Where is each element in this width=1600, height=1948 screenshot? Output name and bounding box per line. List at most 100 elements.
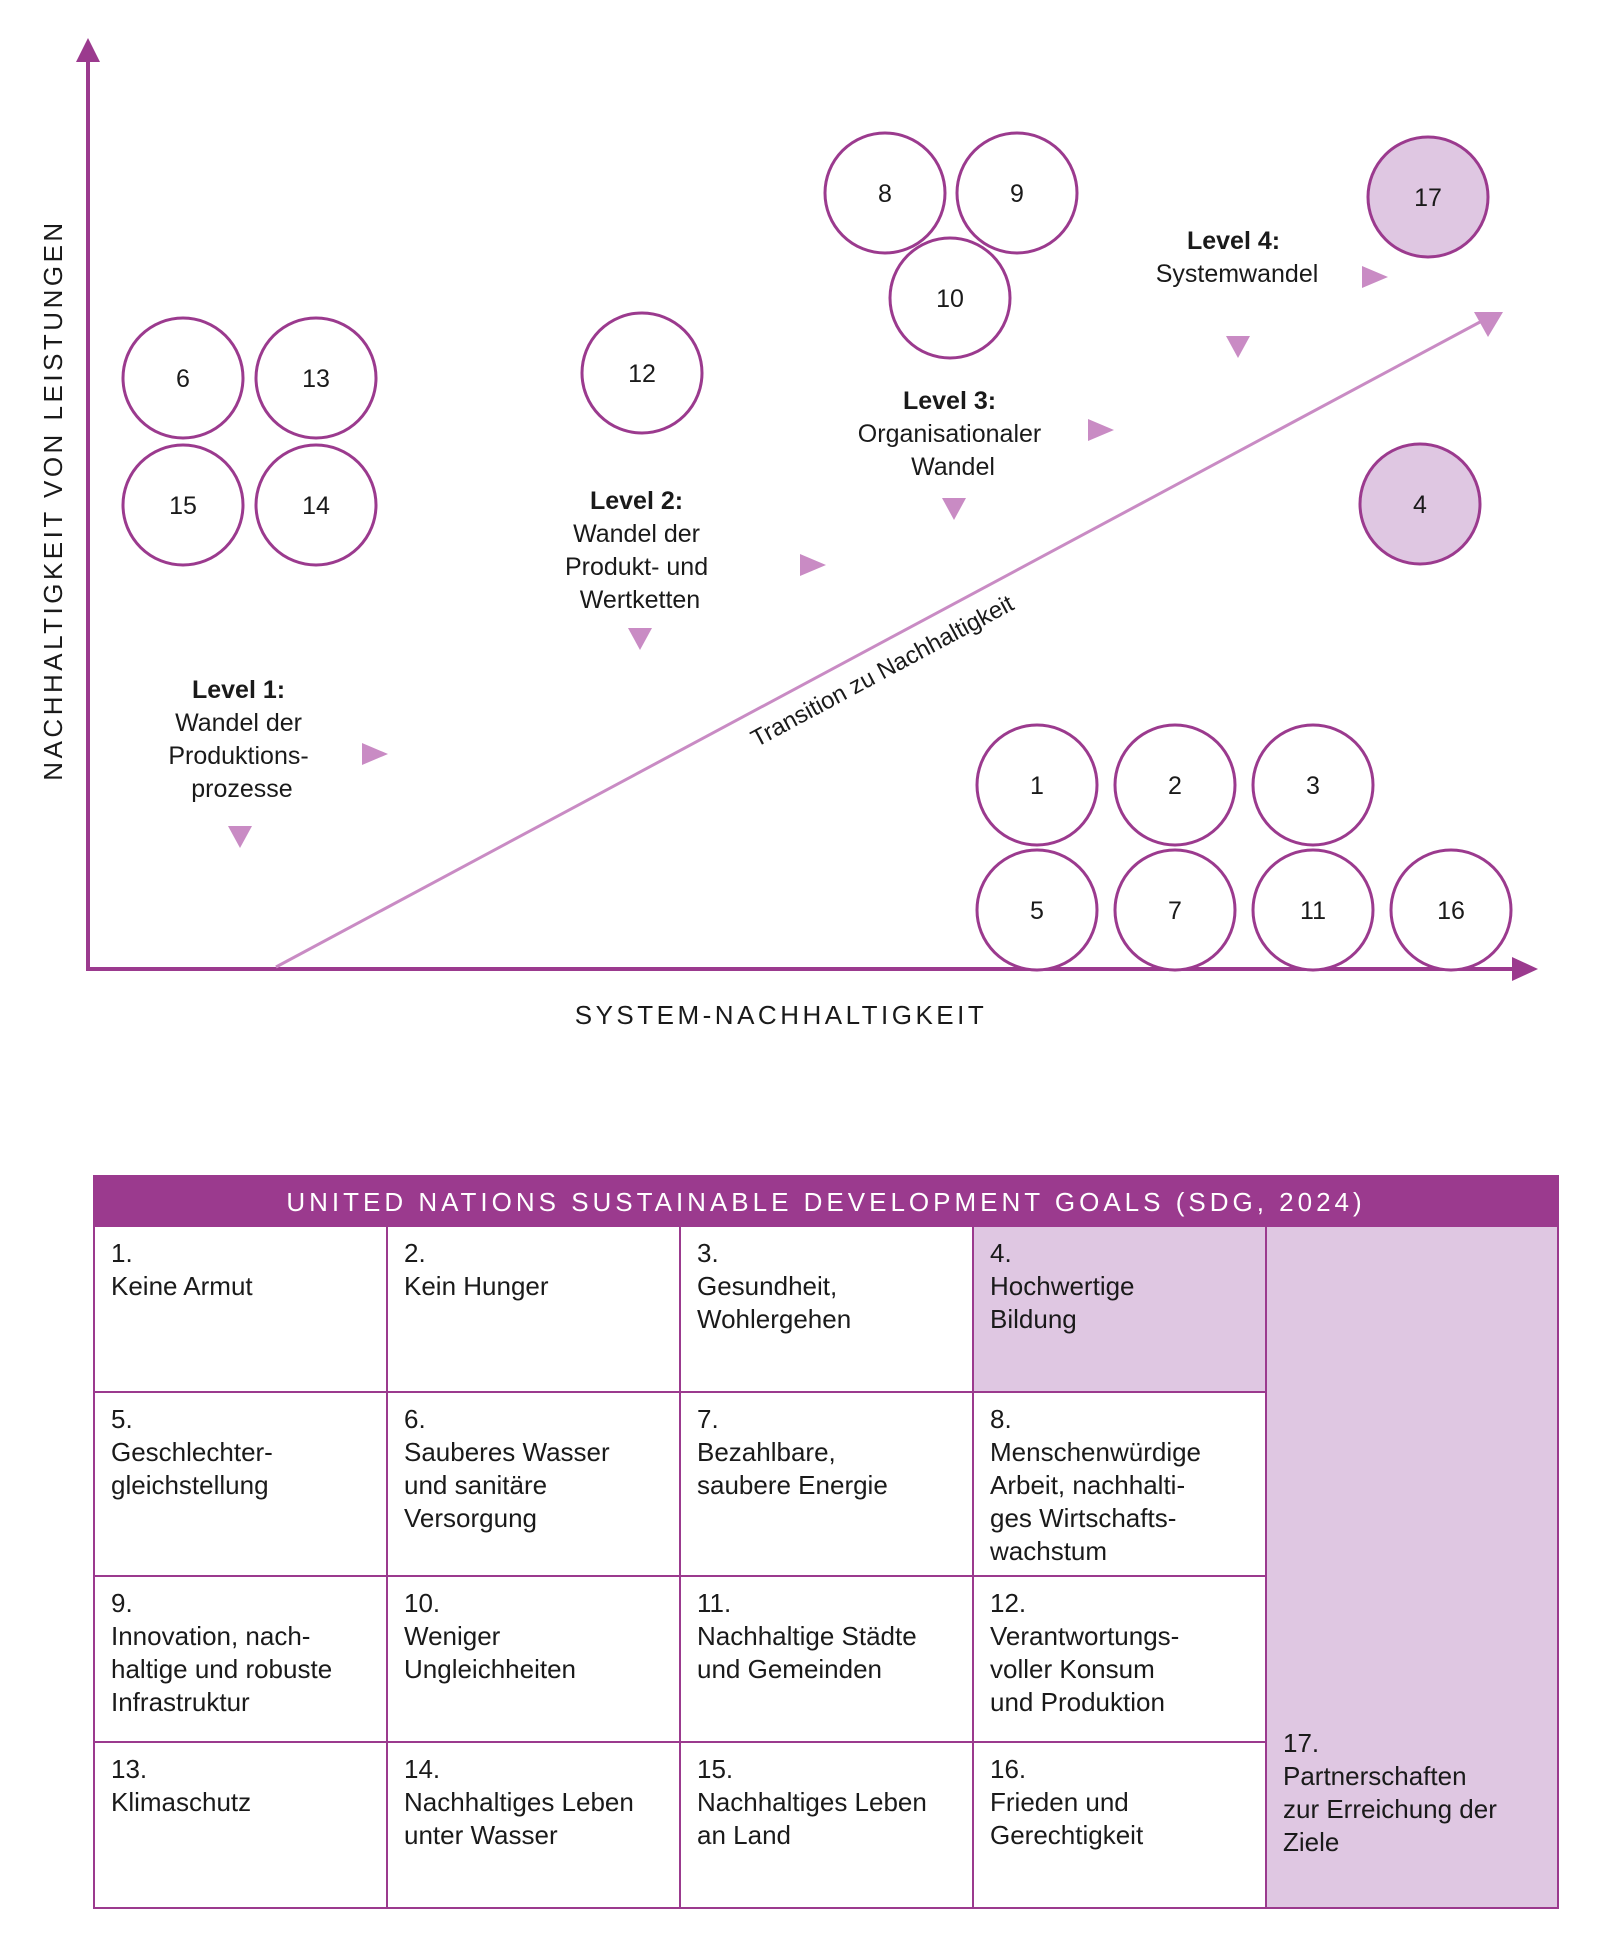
sdg-circle-1: 1 bbox=[975, 723, 1099, 847]
sdg-number: 4. bbox=[990, 1238, 1012, 1268]
sdg-number: 17. bbox=[1283, 1728, 1320, 1758]
sdg-label: Nachhaltiges Leben an Land bbox=[697, 1787, 927, 1850]
circle-label: 7 bbox=[1168, 897, 1182, 925]
level-1-line: prozesse bbox=[191, 775, 292, 803]
level-4-arrow-down bbox=[1226, 336, 1250, 358]
level-2-title: Level 2: bbox=[590, 487, 683, 515]
sdg-label: Klimaschutz bbox=[111, 1787, 252, 1817]
y-axis-label: NACHHALTIGKEIT VON LEISTUNGEN bbox=[38, 219, 68, 780]
circle-label: 5 bbox=[1030, 897, 1044, 925]
level-3-text: Level 3: Organisationaler Wandel bbox=[858, 387, 1048, 481]
sdg-number: 11. bbox=[697, 1588, 732, 1618]
level-1-text: Level 1: Wandel der Produktions- prozess… bbox=[168, 676, 315, 803]
sdg-cell-17: 17.Partnerschaften zur Erreichung der Zi… bbox=[1267, 1227, 1557, 1907]
level-1-title: Level 1: bbox=[192, 676, 285, 704]
sustainability-diagram: NACHHALTIGKEIT VON LEISTUNGEN SYSTEM-NAC… bbox=[38, 38, 1538, 1030]
circle-label: 6 bbox=[176, 365, 190, 393]
circle-shape bbox=[580, 311, 704, 435]
sdg-circle-11: 11 bbox=[1251, 848, 1375, 972]
circle-label: 17 bbox=[1414, 184, 1442, 212]
sdg-circle-5: 5 bbox=[975, 848, 1099, 972]
sdg-circle-9: 9 bbox=[955, 131, 1079, 255]
sdg-label: Menschenwürdige Arbeit, nachhalti- ges W… bbox=[990, 1437, 1202, 1566]
circle-label: 15 bbox=[169, 492, 197, 520]
level-4-title: Level 4: bbox=[1187, 227, 1280, 255]
level-3-line: Wandel bbox=[911, 453, 995, 481]
sdg-cell-7: 7.Bezahlbare, saubere Energie bbox=[681, 1393, 974, 1577]
circle-shape bbox=[1366, 135, 1490, 259]
circle-shape bbox=[1113, 723, 1237, 847]
level-3-line: Organisationaler bbox=[858, 420, 1041, 448]
circle-shape bbox=[888, 236, 1012, 360]
circle-shape bbox=[823, 131, 947, 255]
level-2-text: Level 2: Wandel der Produkt- und Wertket… bbox=[565, 487, 715, 614]
sdg-label: Sauberes Wasser und sanitäre Versorgung bbox=[404, 1437, 610, 1533]
circle-shape bbox=[1251, 848, 1375, 972]
circle-label: 9 bbox=[1010, 180, 1024, 208]
sdg-cell-8: 8.Menschenwürdige Arbeit, nachhalti- ges… bbox=[974, 1393, 1267, 1577]
circle-label: 3 bbox=[1306, 772, 1320, 800]
circle-shape bbox=[254, 443, 378, 567]
circle-label: 11 bbox=[1300, 897, 1326, 925]
sdg-cell-14: 14.Nachhaltiges Leben unter Wasser bbox=[388, 1743, 681, 1907]
sdg-table-title: UNITED NATIONS SUSTAINABLE DEVELOPMENT G… bbox=[95, 1177, 1557, 1227]
sdg-number: 1. bbox=[111, 1238, 133, 1268]
sdg-number: 2. bbox=[404, 1238, 426, 1268]
sdg-label: Frieden und Gerechtigkeit bbox=[990, 1787, 1144, 1850]
sdg-cell-15: 15.Nachhaltiges Leben an Land bbox=[681, 1743, 974, 1907]
level-2-arrow-right bbox=[800, 554, 826, 576]
sdg-label: Nachhaltiges Leben unter Wasser bbox=[404, 1787, 634, 1850]
x-axis-label: SYSTEM-NACHHALTIGKEIT bbox=[575, 1000, 988, 1030]
level-4-text: Level 4: Systemwandel bbox=[1156, 227, 1319, 288]
sdg-cell-13: 13.Klimaschutz bbox=[95, 1743, 388, 1907]
sdg-cell-3: 3.Gesundheit, Wohlergehen bbox=[681, 1227, 974, 1393]
circle-label: 10 bbox=[936, 285, 964, 313]
sdg-circle-13: 13 bbox=[254, 316, 378, 440]
sdg-number: 3. bbox=[697, 1238, 719, 1268]
circle-shape bbox=[975, 723, 1099, 847]
transition-line bbox=[275, 320, 1481, 969]
circle-shape bbox=[1389, 848, 1513, 972]
sdg-number: 16. bbox=[990, 1754, 1027, 1784]
level-3-arrow-down bbox=[942, 498, 966, 520]
sdg-cell-10: 10.Weniger Ungleichheiten bbox=[388, 1577, 681, 1743]
sdg-circle-6: 6 bbox=[121, 316, 245, 440]
level-2-line: Produkt- und bbox=[565, 553, 708, 581]
circle-shape bbox=[121, 316, 245, 440]
sdg-number: 5. bbox=[111, 1404, 133, 1434]
level-2-arrow-down bbox=[628, 628, 652, 650]
sdg-cell-9: 9.Innovation, nach- haltige und robuste … bbox=[95, 1577, 388, 1743]
sdg-label: Nachhaltige Städte und Gemeinden bbox=[697, 1621, 917, 1684]
level-markers bbox=[228, 266, 1388, 848]
level-2-line: Wandel der bbox=[573, 520, 700, 548]
sdg-number: 12. bbox=[990, 1588, 1027, 1618]
sdg-label: Geschlechter- gleichstellung bbox=[111, 1437, 273, 1500]
y-axis-arrowhead bbox=[76, 38, 100, 62]
sdg-cell-2: 2.Kein Hunger bbox=[388, 1227, 681, 1393]
sdg-cell-6: 6.Sauberes Wasser und sanitäre Versorgun… bbox=[388, 1393, 681, 1577]
sdg-cell-11: 11.Nachhaltige Städte und Gemeinden bbox=[681, 1577, 974, 1743]
sdg-label: Partnerschaften zur Erreichung der Ziele bbox=[1283, 1761, 1497, 1857]
circle-shape bbox=[1113, 848, 1237, 972]
sdg-number: 10. bbox=[404, 1588, 441, 1618]
sdg-circle-3: 3 bbox=[1251, 723, 1375, 847]
level-3-arrow-right bbox=[1088, 419, 1114, 441]
sdg-cell-1: 1.Keine Armut bbox=[95, 1227, 388, 1393]
sdg-circle-14: 14 bbox=[254, 443, 378, 567]
sdg-number: 13. bbox=[111, 1754, 148, 1784]
sdg-label: Innovation, nach- haltige und robuste In… bbox=[111, 1621, 333, 1717]
circle-label: 13 bbox=[302, 365, 330, 393]
sdg-label: Verantwortungs- voller Konsum und Produk… bbox=[990, 1621, 1180, 1717]
circle-shape bbox=[1358, 442, 1482, 566]
circle-shape bbox=[121, 443, 245, 567]
sdg-circle-10: 10 bbox=[888, 236, 1012, 360]
level-4-line: Systemwandel bbox=[1156, 260, 1319, 288]
sdg-circle-2: 2 bbox=[1113, 723, 1237, 847]
level-2-line: Wertketten bbox=[580, 586, 700, 614]
level-1-arrow-right bbox=[362, 743, 388, 765]
x-axis-arrowhead bbox=[1512, 957, 1538, 981]
sdg-table: UNITED NATIONS SUSTAINABLE DEVELOPMENT G… bbox=[93, 1175, 1559, 1909]
circle-label: 12 bbox=[628, 360, 656, 388]
sdg-circle-4: 4 bbox=[1358, 442, 1482, 566]
